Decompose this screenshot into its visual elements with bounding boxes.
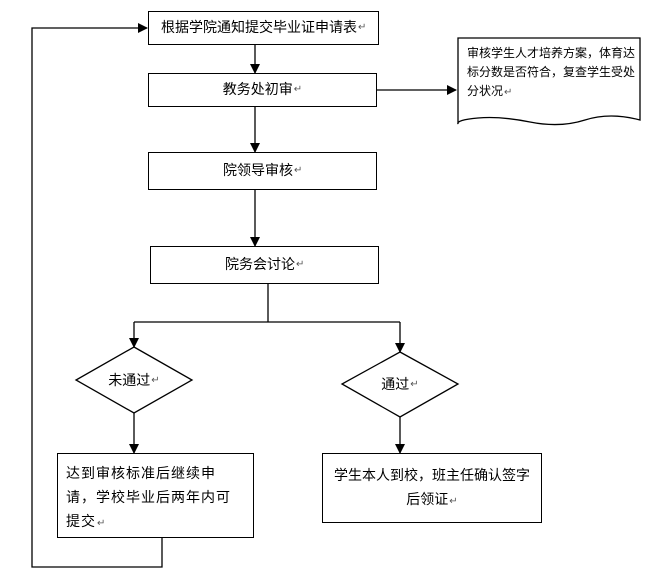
step-academic-affairs-review-label: 教务处初审 [222,82,293,98]
paragraph-mark: ↵ [294,165,303,176]
fail-action-box: 达到审核标准后继续申请，学校毕业后两年内可提交↵ [57,453,254,538]
paragraph-mark: ↵ [358,22,367,33]
pass-decision-diamond [340,351,460,418]
pass-decision-label-box: 通过↵ [362,372,438,396]
paragraph-mark: ↵ [97,518,107,529]
pass-action-text: 学生本人到校，班主任确认签字后领证 [334,468,530,508]
paragraph-mark: ↵ [410,378,419,390]
paragraph-mark: ↵ [449,496,458,507]
step-college-meeting: 院务会讨论↵ [150,246,379,284]
pass-action-box: 学生本人到校，班主任确认签字后领证↵ [322,453,542,523]
paragraph-mark: ↵ [151,374,160,386]
paragraph-mark: ↵ [296,259,305,270]
fail-decision-label-box: 未通过↵ [96,368,172,392]
fail-action-text: 达到审核标准后继续申请，学校毕业后两年内可提交 [66,466,231,530]
step-college-leader-review-label: 院领导审核 [223,163,293,179]
step-submit-application-label: 根据学院通知提交毕业证申请表 [161,20,357,36]
step-submit-application: 根据学院通知提交毕业证申请表↵ [148,11,379,45]
paragraph-mark: ↵ [504,87,513,98]
fail-decision-diamond [74,346,194,414]
review-note-text: 审核学生人才培养方案，体育达标分数是否符合，复查学生受处分状况 [467,46,636,98]
paragraph-mark: ↵ [293,84,303,95]
pass-decision-label: 通过 [381,377,410,393]
fail-decision-label: 未通过 [108,373,151,389]
step-academic-affairs-review: 教务处初审↵ [148,73,377,107]
review-note: 审核学生人才培养方案，体育达标分数是否符合，复查学生受处分状况↵ [467,44,635,114]
step-college-leader-review: 院领导审核↵ [148,152,377,190]
note-shape [457,37,641,126]
loop-back-line [31,23,163,568]
step-college-meeting-label: 院务会讨论 [225,257,295,273]
